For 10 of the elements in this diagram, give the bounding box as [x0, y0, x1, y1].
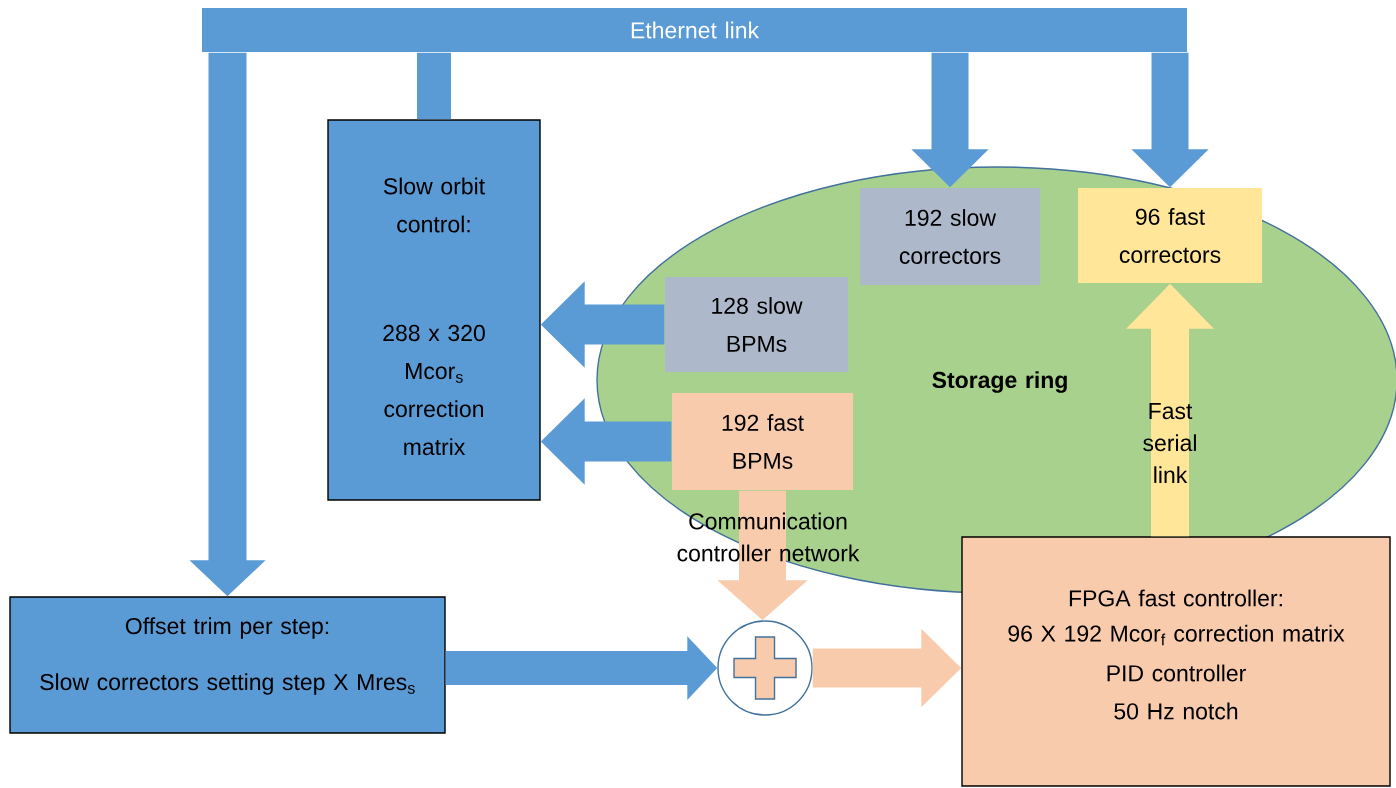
controller-box: FPGA fast controller: 96 X 192 Mcor$_{f}$ correction matrix PID controller 50 Hz notch: [961, 536, 1391, 787]
control-box: Slow orbit control: 288 x 320 Mcor$_{s}$ correction matrix: [327, 119, 541, 501]
bpm-box: 192 fast BPMs: [672, 393, 853, 490]
ethernet-bar: Ethernet link: [202, 8, 1187, 52]
corrector-box: 192 slow correctors: [860, 188, 1040, 285]
edge-label: Fast serial link: [1143, 403, 1196, 483]
corrector-box: 96 fast correctors: [1078, 188, 1262, 283]
summing-junction: [717, 620, 813, 716]
edge-label: Communication controller network: [677, 512, 860, 562]
bpm-box: 128 slow BPMs: [665, 277, 848, 372]
